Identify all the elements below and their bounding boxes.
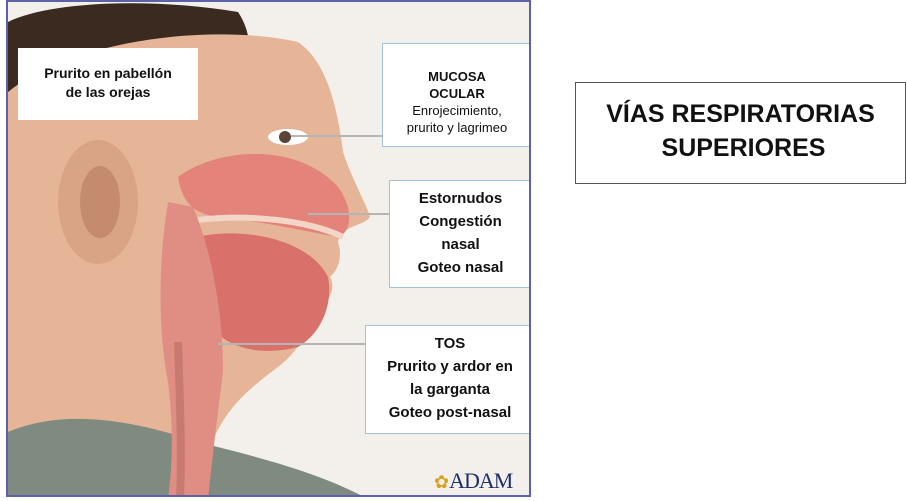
label-throat-line3: la garganta [366, 378, 531, 401]
label-ears: Prurito en pabellón de las orejas [18, 48, 198, 120]
label-eye-line3: Enrojecimiento, [383, 102, 531, 119]
label-throat-line1: TOS [366, 332, 531, 355]
label-nasal-symptoms: Estornudos Congestión nasal Goteo nasal [389, 180, 531, 288]
page-title: VÍAS RESPIRATORIAS SUPERIORES [575, 82, 906, 184]
adam-logo-text: ADAM [449, 468, 512, 493]
label-nose-line2: Congestión [390, 210, 531, 233]
anatomy-figure: Prurito en pabellón de las orejas MUCOSA… [6, 0, 531, 497]
title-line1: VÍAS RESPIRATORIAS [606, 100, 875, 128]
label-throat-line4: Goteo post-nasal [366, 401, 531, 424]
label-eye-line4: prurito y lagrimeo [383, 119, 531, 136]
label-ears-line2: de las orejas [18, 83, 198, 102]
label-eye-line2: OCULAR [383, 85, 531, 102]
label-throat-line2: Prurito y ardor en [366, 355, 531, 378]
label-nose-line4: Goteo nasal [390, 256, 531, 279]
label-throat-symptoms: TOS Prurito y ardor en la garganta Goteo… [365, 325, 531, 434]
label-nose-line1: Estornudos [390, 187, 531, 210]
label-eye-line1: MUCOSA [383, 68, 531, 85]
adam-logo: ✿ADAM [434, 468, 512, 494]
label-ocular-mucosa: MUCOSA OCULAR Enrojecimiento, prurito y … [382, 43, 531, 147]
label-ears-line1: Prurito en pabellón [18, 64, 198, 83]
flower-icon: ✿ [434, 472, 448, 492]
title-line2: SUPERIORES [576, 131, 905, 165]
label-nose-line3: nasal [390, 233, 531, 256]
